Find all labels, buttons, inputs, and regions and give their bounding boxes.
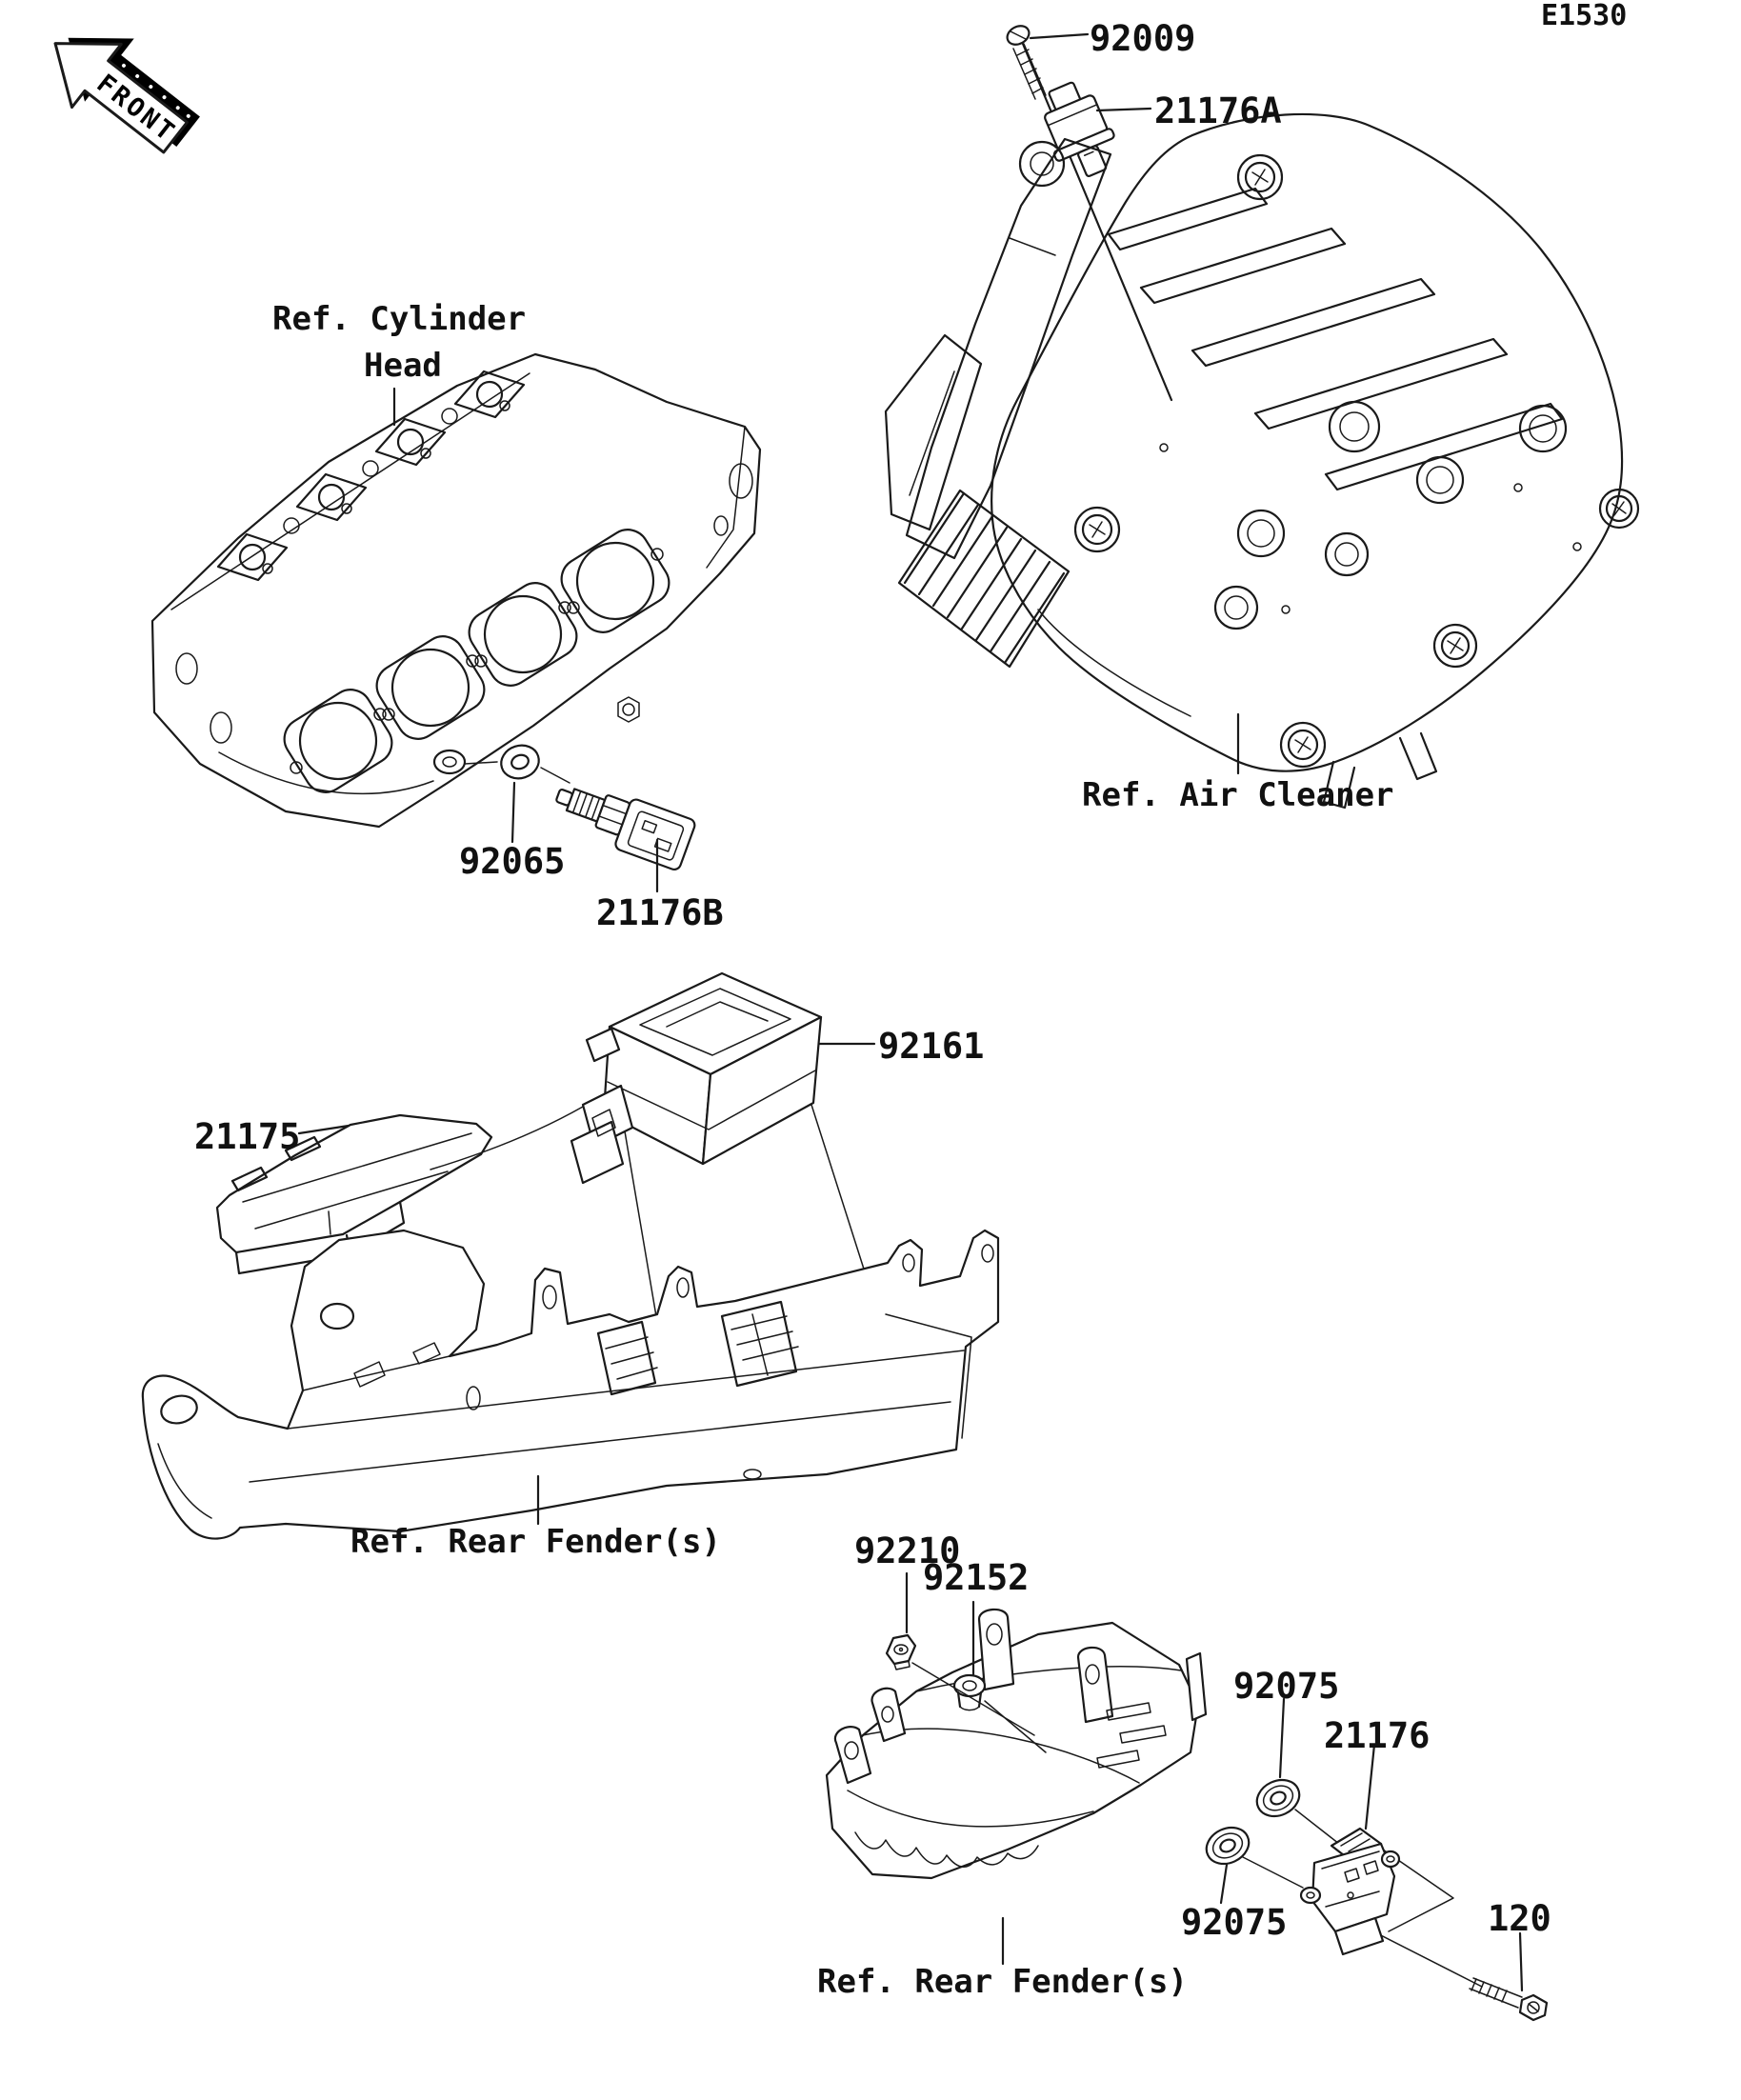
ref-cylinder-head-line1: Ref. Cylinder [272,300,527,338]
screw-bosses [1073,153,1640,769]
damper-92075-upper-drawing [1255,1778,1340,1845]
ref-rear-fender-mid: Ref. Rear Fender(s) [350,1523,721,1561]
front-direction-arrow-icon: FRONT [53,37,200,154]
callout-21175: 21175 [194,1116,301,1157]
callout-120: 120 [1488,1898,1551,1939]
callout-92075-lower: 92075 [1181,1902,1288,1943]
nut-92210-drawing [885,1633,917,1670]
callout-92161: 92161 [878,1026,985,1067]
ref-air-cleaner: Ref. Air Cleaner [1082,776,1394,814]
callout-21176: 21176 [1324,1715,1431,1756]
air-cleaner-ports [1159,400,1582,630]
intake-ports [283,529,670,793]
ecu-bracket-92161-drawing [570,971,883,1327]
callout-92075-upper: 92075 [1233,1666,1340,1707]
valve-pockets [216,370,526,582]
collar-92152-drawing [952,1673,987,1711]
fin-hatching [903,491,1066,665]
damper-92075-lower-drawing [1205,1826,1304,1889]
callout-92009: 92009 [1090,18,1196,59]
washer-92065-drawing [500,744,540,780]
rear-fender-bracket-bottom-drawing [825,1608,1208,1880]
air-cleaner-drawing [884,112,1640,810]
callout-21176b: 21176B [596,892,724,933]
callout-92210: 92210 [854,1530,961,1571]
page-code: E1530 [1541,0,1628,32]
ref-rear-fender-bottom: Ref. Rear Fender(s) [817,1963,1188,2001]
bolt-120-drawing [1469,1977,1549,2022]
leader-lines [297,32,1524,1992]
assembly-line-top [1021,42,1173,402]
callout-21176a: 21176A [1154,90,1282,131]
callout-92065: 92065 [459,841,566,882]
sensor-21176-drawing [1299,1827,1483,1988]
callout-92152: 92152 [923,1557,1030,1598]
screw-92009-drawing [1006,25,1047,100]
cylinder-head-drawing [150,352,762,829]
ecu-21175-drawing [215,1106,584,1275]
rear-fender-bracket-mid-drawing [141,1229,1000,1540]
sensor-21176b-drawing [555,788,696,871]
ref-cylinder-head-line2: Head [364,347,442,385]
